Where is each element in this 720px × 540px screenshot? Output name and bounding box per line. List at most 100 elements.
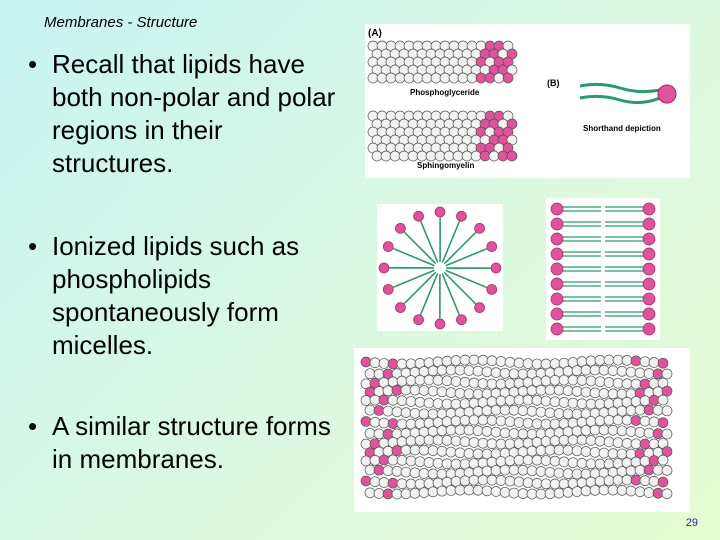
tail-atom xyxy=(625,426,637,437)
tail-atom xyxy=(364,464,376,476)
shorthand-label: Shorthand depiction xyxy=(583,124,661,133)
lipid-tail xyxy=(391,247,433,265)
tail-atom xyxy=(387,394,399,406)
tail-atom xyxy=(432,457,444,469)
tail-atom xyxy=(598,424,610,436)
lipid-head xyxy=(550,217,564,231)
tail-atom xyxy=(423,457,435,468)
tail-atom xyxy=(616,485,628,496)
tail-atom xyxy=(468,377,480,389)
tail-atom xyxy=(612,377,624,389)
lipid-head xyxy=(642,307,656,321)
head-atom xyxy=(373,464,385,476)
lipid-head xyxy=(550,232,564,246)
tail-atom xyxy=(603,377,615,388)
tail-atom xyxy=(427,486,439,498)
tail-atom xyxy=(454,387,466,399)
tail-atom xyxy=(621,474,633,486)
tail-atom xyxy=(558,374,570,386)
membrane-model-figure xyxy=(354,348,690,512)
tail-atom xyxy=(459,436,471,448)
tail-atom xyxy=(594,376,606,388)
tail-atom xyxy=(567,457,579,469)
tail-atom xyxy=(441,398,453,410)
tail-atom xyxy=(387,454,399,466)
head-atom xyxy=(360,475,372,487)
tail-atom xyxy=(488,150,500,162)
tail-atom xyxy=(513,357,525,369)
tail-atom xyxy=(468,437,480,448)
tail-atom xyxy=(463,484,475,496)
tail-atom xyxy=(607,388,619,400)
tail-atom xyxy=(477,378,489,389)
tail-atom xyxy=(430,72,442,84)
tail-atom xyxy=(360,455,372,467)
tail-atom xyxy=(439,72,451,84)
tail-atom xyxy=(495,356,507,367)
head-atom xyxy=(643,404,655,416)
tail-atom xyxy=(657,454,669,466)
tail-atom xyxy=(616,365,628,377)
tail-atom xyxy=(450,415,462,427)
tail-atom xyxy=(522,358,534,369)
tail-atom xyxy=(450,398,462,410)
tail-atom xyxy=(562,408,574,420)
tail-atom xyxy=(621,355,633,366)
tail-atom xyxy=(418,487,430,498)
head-atom xyxy=(373,405,385,416)
tail-atom xyxy=(499,404,511,416)
tail-atom xyxy=(589,484,601,496)
tail-atom xyxy=(369,357,381,369)
tail-atom xyxy=(441,355,453,367)
tail-atom xyxy=(427,445,439,456)
head-atom xyxy=(657,476,669,488)
tail-atom xyxy=(463,424,475,436)
micelle-figure xyxy=(377,204,503,331)
lipid-head xyxy=(413,314,424,326)
tail-atom xyxy=(508,368,520,380)
tail-atom xyxy=(457,72,469,84)
lipid-tail xyxy=(419,275,437,317)
tail-atom xyxy=(504,394,516,406)
head-atom xyxy=(479,150,491,162)
tail-atom xyxy=(481,465,493,477)
tail-atom xyxy=(652,404,664,416)
tail-atom xyxy=(571,445,583,457)
tail-atom xyxy=(427,468,439,480)
tail-atom xyxy=(378,358,390,369)
bullet-marker: • xyxy=(28,231,38,261)
tail-atom xyxy=(403,72,415,84)
head-atom xyxy=(630,355,642,367)
tail-atom xyxy=(594,354,606,366)
tail-atom xyxy=(425,150,437,162)
tail-atom xyxy=(427,365,439,377)
lipid-head xyxy=(550,247,564,261)
tail-atom xyxy=(472,365,484,377)
tail-atom xyxy=(522,394,534,406)
head-atom xyxy=(382,488,394,500)
tail-atom xyxy=(553,408,565,419)
tail-atom xyxy=(400,384,412,396)
tail-atom xyxy=(463,448,475,459)
tail-atom xyxy=(445,424,457,436)
lipid-head xyxy=(395,302,406,313)
tail-atom xyxy=(369,476,381,488)
tail-atom xyxy=(378,477,390,488)
tail-atom xyxy=(364,487,376,499)
lipid-head xyxy=(382,284,394,295)
tail-atom xyxy=(603,475,615,486)
tail-atom xyxy=(477,354,489,366)
tail-atom xyxy=(472,448,484,460)
tail-atom xyxy=(562,444,574,456)
tail-atom xyxy=(589,446,601,458)
tail-atom xyxy=(443,150,455,162)
tail-atom xyxy=(409,444,421,456)
tail-atom xyxy=(616,405,628,417)
tail-atom xyxy=(652,464,664,476)
tail-atom xyxy=(643,368,655,379)
head-atom xyxy=(652,487,664,499)
tail-atom xyxy=(553,384,565,396)
tail-atom xyxy=(423,397,435,409)
tail-atom xyxy=(531,395,543,406)
tail-atom xyxy=(513,476,525,488)
